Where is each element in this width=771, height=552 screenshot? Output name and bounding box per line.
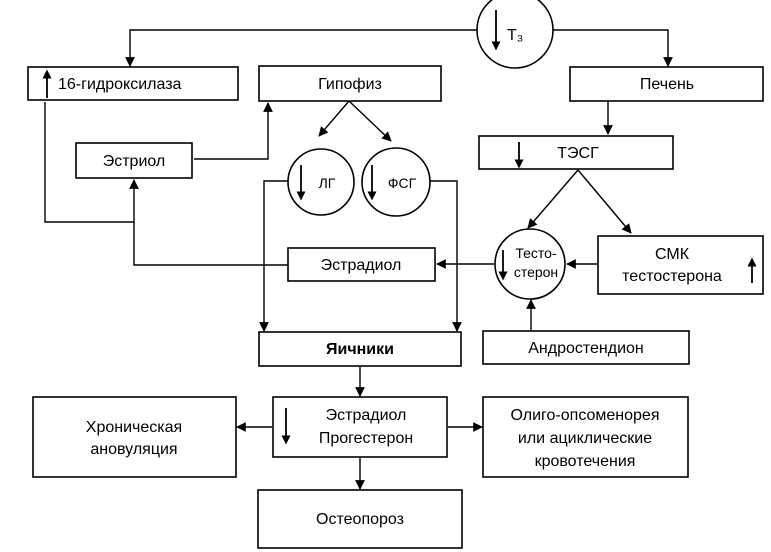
shbg-label: ТЭСГ bbox=[557, 145, 599, 162]
anovulation-label-line2: ановуляция bbox=[90, 441, 177, 458]
estradiol-label: Эстрадиол bbox=[321, 257, 402, 274]
anovulation-node: Хроническая ановуляция bbox=[32, 396, 237, 478]
lh-to-ovaries-connector bbox=[259, 180, 290, 332]
osteoporosis-label: Остеопороз bbox=[316, 511, 404, 528]
free-testosterone-node: СМК тестостерона bbox=[597, 235, 764, 295]
oligomenorrhea-label-line1: Олиго-опсоменорея bbox=[511, 407, 660, 424]
osteoporosis-node: Остеопороз bbox=[257, 489, 463, 549]
ovaries-label: Яичники bbox=[326, 341, 394, 358]
anovulation-label-line1: Хроническая bbox=[86, 419, 182, 436]
hydroxylase-label: 16-гидроксилаза bbox=[58, 76, 182, 93]
testosterone-node: Тесто- стерон bbox=[494, 228, 566, 300]
oligomenorrhea-label-line2: или ациклические bbox=[518, 430, 652, 447]
fsh-label: ФСГ bbox=[388, 175, 417, 191]
estriol-label: Эстриол bbox=[103, 153, 166, 170]
estradiol-to-estriol-connector bbox=[133, 222, 288, 266]
liver-label: Печень bbox=[640, 76, 694, 93]
androstenedione-node: Андростендион bbox=[482, 330, 690, 365]
pituitary-node: Гипофиз bbox=[258, 65, 442, 102]
lh-label: ЛГ bbox=[319, 175, 336, 191]
pituitary-to-fsh-connector bbox=[348, 100, 392, 142]
oligomenorrhea-node: Олиго-опсоменорея или ациклические крово… bbox=[482, 396, 689, 478]
lh-node: ЛГ bbox=[287, 148, 355, 216]
free-testosterone-label-line2: тестостерона bbox=[622, 268, 722, 285]
estradiol-progesterone-label-line2: Прогестерон bbox=[319, 430, 413, 447]
estradiol-progesterone-label-line1: Эстрадиол bbox=[326, 407, 407, 424]
free-testosterone-label-line1: СМК bbox=[655, 246, 690, 263]
pituitary-to-lh-connector bbox=[318, 100, 350, 137]
estriol-to-pituitary-connector bbox=[194, 102, 273, 160]
liver-node: Печень bbox=[569, 66, 764, 102]
androstenedione-label: Андростендион bbox=[528, 340, 644, 357]
shbg-node: ТЭСГ bbox=[478, 135, 674, 170]
t3-node: T₃ bbox=[476, 0, 554, 69]
ovaries-node: Яичники bbox=[258, 331, 462, 367]
hydroxylase-to-estriol-connector bbox=[44, 102, 139, 223]
connectors bbox=[44, 29, 673, 490]
estradiol-node: Эстрадиол bbox=[287, 247, 436, 282]
testosterone-label-line2: стерон bbox=[514, 264, 558, 280]
estradiol-progesterone-node: Эстрадиол Прогестерон bbox=[272, 396, 448, 458]
oligomenorrhea-label-line3: кровотечения bbox=[535, 453, 636, 470]
fsh-to-ovaries-connector bbox=[430, 180, 462, 332]
t3-to-liver-connector bbox=[553, 29, 673, 67]
shbg-to-testosterone-connector bbox=[527, 169, 579, 229]
t3-to-hydroxylase-connector bbox=[125, 29, 477, 67]
hydroxylase-node: 16-гидроксилаза bbox=[27, 66, 239, 101]
testosterone-label-line1: Тесто- bbox=[515, 245, 557, 261]
estriol-node: Эстриол bbox=[75, 142, 193, 179]
fsh-node: ФСГ bbox=[361, 147, 431, 217]
pituitary-label: Гипофиз bbox=[318, 76, 382, 93]
t3-label: T₃ bbox=[507, 27, 523, 44]
shbg-to-free-testosterone-connector bbox=[577, 169, 632, 234]
